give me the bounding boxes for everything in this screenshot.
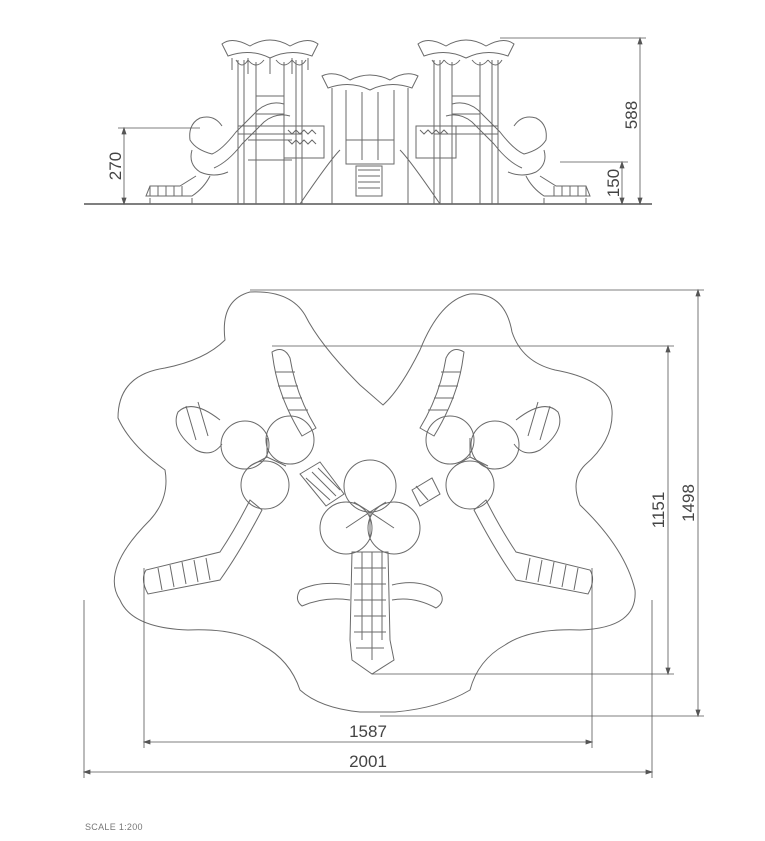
climbing-net [349,551,395,675]
dim-total-height: 588 [622,101,641,129]
dim-platform-height: 270 [106,152,125,180]
lower-left-tube-slide [142,499,263,595]
dim-outer-depth: 1498 [679,484,698,522]
plan-bridges [299,461,441,507]
dim-inner-width: 1587 [349,722,387,741]
right-hub-platform [425,415,520,510]
left-spiral-slide-plan [175,401,223,454]
right-spiral-slide-plan [513,401,561,454]
dim-slide-exit-height: 150 [604,169,623,197]
right-spiral-slide [445,102,591,204]
left-spiral-slide [145,102,291,204]
plan-dimensions [82,288,704,778]
middle-tower [299,73,441,205]
bridges [283,125,457,159]
lower-right-tube-slide [473,499,594,595]
upper-right-slide [419,349,465,437]
safety-zone-outline [113,291,636,713]
elevation-dimensions [118,36,646,206]
dim-outer-width: 2001 [349,752,387,771]
plan-view [113,291,636,713]
central-platform [319,459,421,555]
right-tower [417,39,515,204]
left-hub-platform [220,415,315,510]
left-tower [221,39,319,204]
curved-slides [296,582,443,609]
dim-inner-depth: 1151 [649,492,668,529]
scale-label: SCALE 1:200 [85,822,143,832]
upper-left-slide [271,349,317,437]
elevation-view [84,39,652,205]
